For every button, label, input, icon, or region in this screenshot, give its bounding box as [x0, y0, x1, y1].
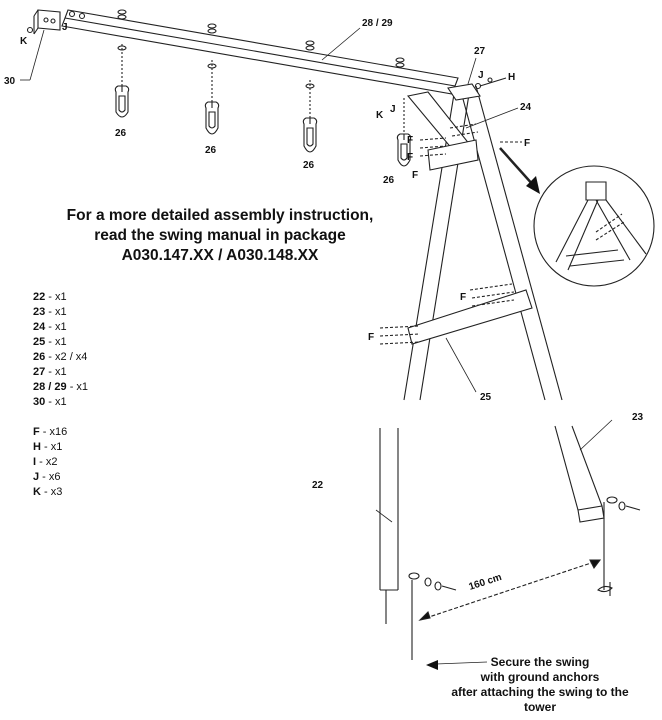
label-F: F	[407, 135, 413, 146]
label-F: F	[368, 332, 374, 343]
label-J: J	[390, 104, 396, 115]
label-F: F	[407, 152, 413, 163]
hardware-row: H - x1	[33, 441, 63, 453]
parts-row: 25 - x1	[33, 336, 67, 348]
label-28-29: 28 / 29	[362, 18, 393, 29]
a-frame-upper	[403, 77, 563, 401]
leader-lines	[20, 27, 613, 665]
label-J: J	[62, 22, 68, 33]
anchor-note-line: Secure the swing	[490, 655, 590, 669]
top-beam	[61, 9, 459, 95]
swing-hook	[396, 133, 412, 167]
hardware-row: J - x6	[33, 471, 61, 483]
parts-row: 26 - x2 / x4	[33, 351, 88, 363]
note-line: For a more detailed assembly instruction…	[66, 207, 374, 224]
screws	[379, 123, 522, 345]
anchor-note-line: tower	[523, 700, 556, 714]
parts-row: 30 - x1	[33, 396, 67, 408]
parts-row: 27 - x1	[33, 366, 67, 378]
parts-row: 28 / 29 - x1	[33, 381, 89, 393]
note-line: A030.147.XX / A030.148.XX	[121, 247, 319, 264]
label-measure: 160 cm	[468, 572, 504, 593]
label-J: J	[478, 70, 484, 81]
detail-zoom	[533, 165, 655, 287]
label-26: 26	[205, 145, 217, 156]
label-30: 30	[4, 76, 16, 87]
anchor-note-line: after attaching the swing to the	[451, 685, 629, 699]
label-22: 22	[312, 480, 324, 491]
swing-hook	[114, 84, 130, 118]
anchor-note: Secure the swing with ground anchors aft…	[430, 655, 650, 715]
parts-list: 22 - x1 23 - x1 24 - x1 25 - x1 26 - x2 …	[33, 290, 88, 500]
label-H: H	[508, 72, 515, 83]
hardware-row: F - x16	[33, 426, 68, 438]
assembly-note: For a more detailed assembly instruction…	[40, 206, 400, 266]
hook-bolts	[117, 9, 405, 134]
label-23: 23	[632, 412, 644, 423]
swing-hook	[302, 116, 318, 153]
parts-row: 22 - x1	[33, 291, 67, 303]
note-line: read the swing manual in package	[94, 227, 346, 244]
label-F: F	[412, 170, 418, 181]
label-27: 27	[474, 46, 486, 57]
label-K: K	[20, 36, 28, 47]
label-F: F	[460, 292, 466, 303]
label-K: K	[376, 110, 384, 121]
label-26: 26	[383, 175, 395, 186]
label-24: 24	[520, 102, 532, 113]
label-26: 26	[115, 128, 127, 139]
label-25: 25	[480, 392, 492, 403]
anchor-note-line: with ground anchors	[480, 670, 600, 684]
parts-row: 23 - x1	[33, 306, 67, 318]
callout-labels: 30 28 / 29 27 24 25 22 23 26 26 26 26 K …	[4, 18, 644, 593]
label-F: F	[524, 138, 530, 149]
swing-hook	[204, 100, 220, 135]
hardware-row: K - x3	[33, 486, 63, 498]
a-frame-lower	[379, 425, 641, 660]
end-bracket	[26, 9, 86, 35]
parts-row: 24 - x1	[33, 321, 67, 333]
hardware-row: I - x2	[33, 456, 58, 468]
label-26: 26	[303, 160, 315, 171]
